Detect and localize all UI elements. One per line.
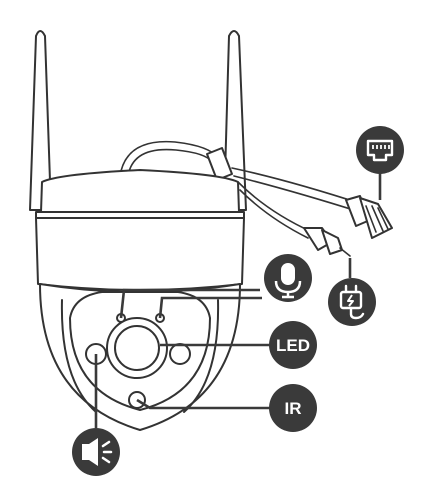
callout-lines xyxy=(94,172,382,428)
left-antenna xyxy=(29,30,52,211)
camera-top-housing xyxy=(35,169,245,291)
speaker-badge xyxy=(72,428,120,476)
led-label: LED xyxy=(276,336,310,355)
ir-label: IR xyxy=(285,399,302,418)
power-badge xyxy=(328,278,376,326)
microphone-icon xyxy=(274,263,302,299)
speaker-icon xyxy=(82,438,113,466)
ethernet-connector xyxy=(345,195,393,239)
led-badge: LED xyxy=(269,321,317,369)
ir-badge: IR xyxy=(269,384,317,432)
ethernet-port-icon xyxy=(366,139,394,162)
power-adapter-icon xyxy=(339,284,365,320)
microphone-badge xyxy=(264,254,312,302)
ethernet-badge xyxy=(356,126,404,174)
cable xyxy=(119,140,363,239)
power-connector xyxy=(303,227,351,257)
